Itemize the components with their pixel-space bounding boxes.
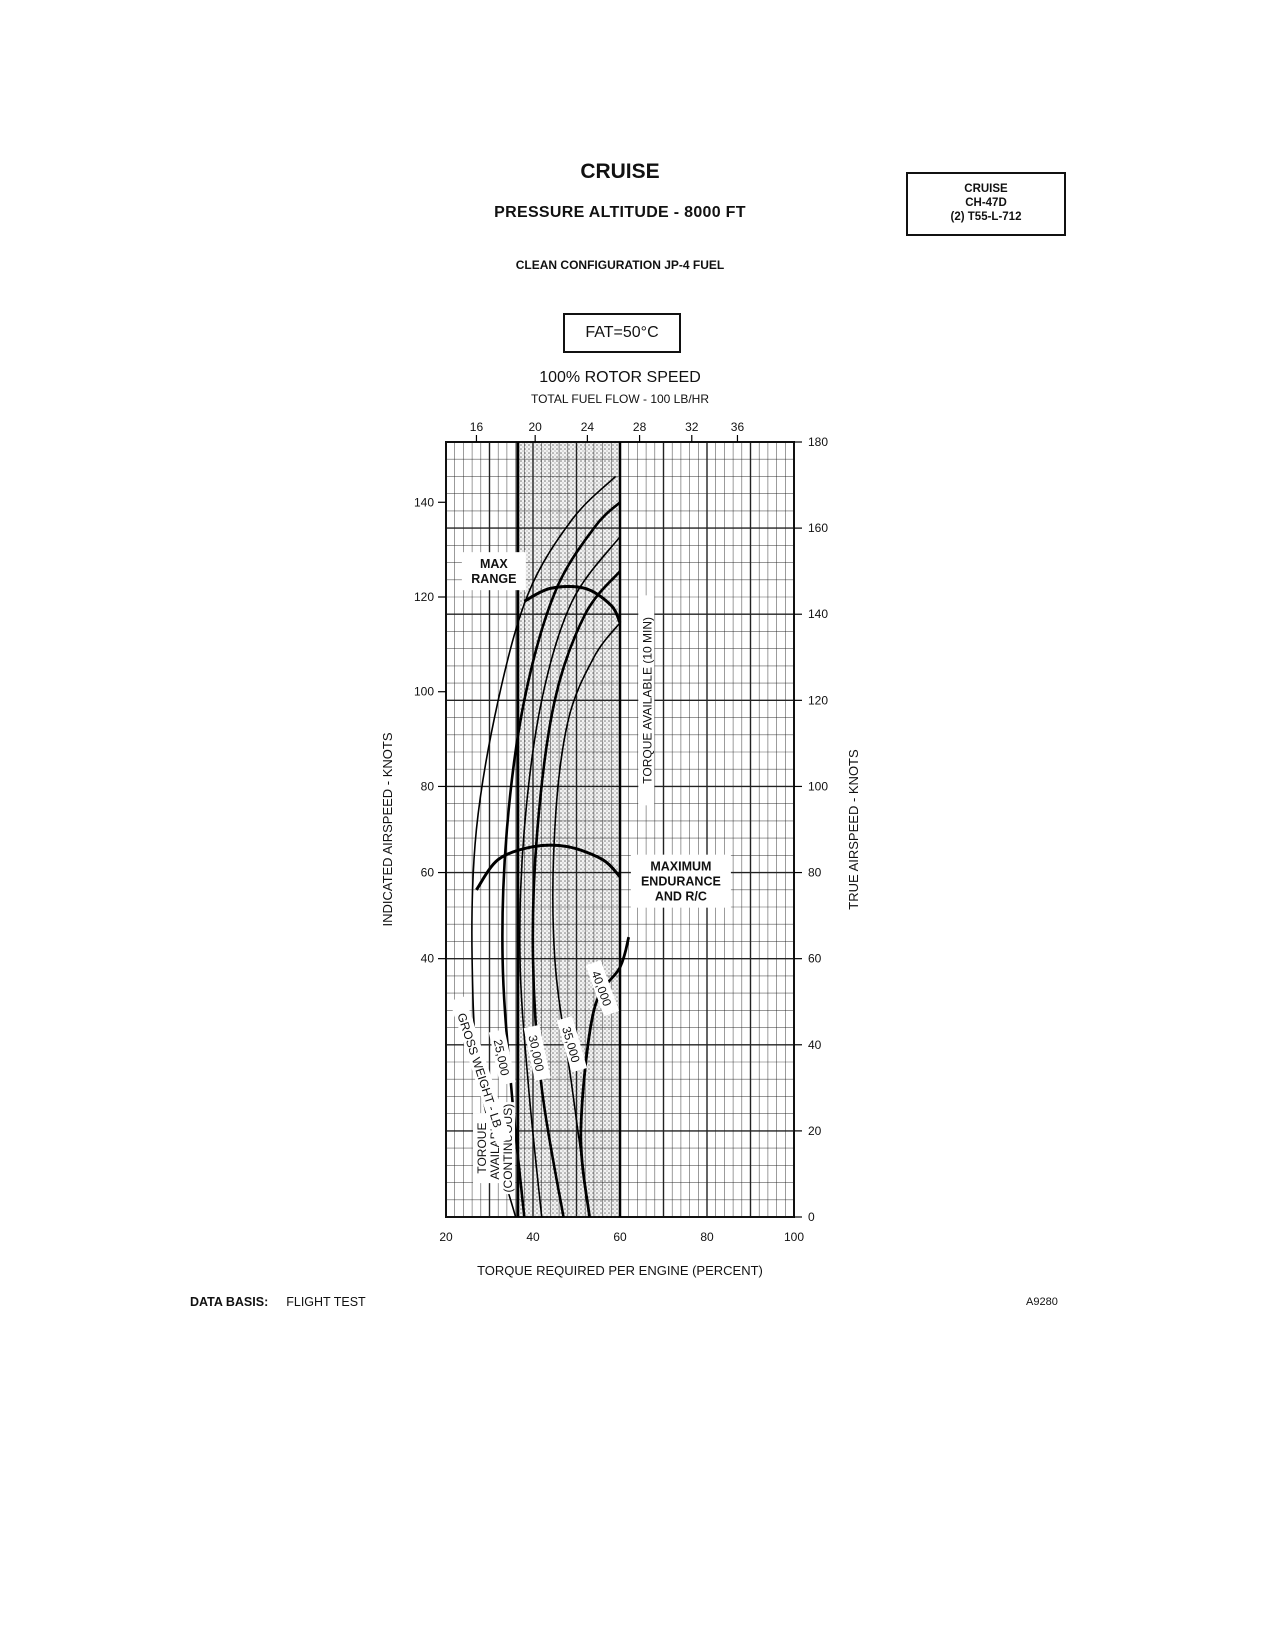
x-tick-label: 40 xyxy=(526,1230,540,1244)
ias-tick-label: 80 xyxy=(421,779,435,793)
id-box-line: CRUISE xyxy=(964,183,1008,195)
max-endurance-label: ENDURANCE xyxy=(641,875,721,889)
fuel-flow-tick-label: 32 xyxy=(685,420,699,434)
x-tick-label: 60 xyxy=(613,1230,627,1244)
y2-axis-label: TRUE AIRSPEED - KNOTS xyxy=(846,749,861,910)
torque-available-10min-label: TORQUE AVAILABLE (10 MIN) xyxy=(640,617,654,784)
id-box-line: (2) T55-L-712 xyxy=(950,211,1022,223)
figure-id: A9280 xyxy=(1026,1296,1058,1308)
y-axis-label: INDICATED AIRSPEED - KNOTS xyxy=(380,732,395,926)
gross-weight-curve xyxy=(518,536,621,1218)
torque-available-continuous-label-bg xyxy=(472,1113,489,1184)
tas-tick-label: 160 xyxy=(808,521,828,535)
tas-tick-label: 140 xyxy=(808,607,828,621)
data-basis: DATA BASIS: FLIGHT TEST xyxy=(190,1295,366,1309)
weight-label-25000: 25,000 xyxy=(491,1038,512,1077)
max-range-curve xyxy=(523,584,622,624)
tas-tick-label: 120 xyxy=(808,693,828,707)
max-endurance-curve xyxy=(475,843,622,891)
ias-tick-label: 60 xyxy=(421,866,435,880)
max-endurance-label: MAXIMUM xyxy=(650,860,711,874)
gross-weight-curve xyxy=(501,501,621,1218)
ias-tick-label: 40 xyxy=(421,952,435,966)
fuel-flow-tick-label: 16 xyxy=(470,420,484,434)
tas-tick-label: 40 xyxy=(808,1038,822,1052)
weight-label-35000-bg xyxy=(556,1016,588,1073)
gross-weight-label-bg xyxy=(449,996,512,1144)
tas-tick-label: 0 xyxy=(808,1210,815,1224)
chart-title: CRUISE xyxy=(580,160,660,183)
weight-label-30000-bg xyxy=(523,1024,551,1082)
chart-subtitle: PRESSURE ALTITUDE - 8000 FT xyxy=(494,204,746,221)
tas-tick-label: 60 xyxy=(808,952,822,966)
weight-label-40000-bg xyxy=(585,960,620,1017)
x-axis-label: TORQUE REQUIRED PER ENGINE (PERCENT) xyxy=(477,1263,763,1278)
tas-tick-label: 80 xyxy=(808,866,822,880)
fuel-flow-tick-label: 28 xyxy=(633,420,647,434)
id-box-line: CH-47D xyxy=(965,197,1007,209)
data-basis-label: DATA BASIS: xyxy=(190,1295,269,1309)
weight-label-25000-bg xyxy=(488,1029,516,1086)
data-basis-value: FLIGHT TEST xyxy=(286,1295,366,1309)
tas-tick-label: 180 xyxy=(808,435,828,449)
rotor-speed-label: 100% ROTOR SPEED xyxy=(539,369,701,386)
fuel-flow-axis-title: TOTAL FUEL FLOW - 100 LB/HR xyxy=(530,392,710,406)
configuration-note: CLEAN CONFIGURATION JP-4 FUEL xyxy=(515,258,725,272)
max-endurance-label-bg xyxy=(630,854,731,908)
x-tick-label: 100 xyxy=(784,1230,804,1244)
gross-weight-curve xyxy=(579,936,631,1218)
gross-weight-curve xyxy=(531,570,622,1218)
x-tick-label: 80 xyxy=(700,1230,714,1244)
ias-tick-label: 100 xyxy=(414,685,434,699)
max-range-label: MAX xyxy=(480,557,508,571)
torque-available-10min-label-bg xyxy=(638,595,655,806)
max-range-label-bg xyxy=(461,552,526,591)
gross-weight-curve xyxy=(552,622,621,1218)
max-endurance-label: AND R/C xyxy=(655,890,707,904)
tas-tick-label: 20 xyxy=(808,1124,822,1138)
fuel-flow-tick-label: 24 xyxy=(581,420,595,434)
tas-tick-label: 100 xyxy=(808,779,828,793)
x-tick-label: 20 xyxy=(439,1230,453,1244)
shaded-band xyxy=(517,442,620,1217)
fuel-flow-tick-label: 20 xyxy=(528,420,542,434)
torque-available-continuous-label: TORQUE xyxy=(475,1123,489,1174)
ias-tick-label: 120 xyxy=(414,590,434,604)
fat-box: FAT=50°C xyxy=(563,313,681,353)
fuel-flow-tick-label: 36 xyxy=(731,420,745,434)
max-range-label: RANGE xyxy=(471,572,516,586)
ias-tick-label: 140 xyxy=(414,495,434,509)
aircraft-id-box: CRUISE CH-47D (2) T55-L-712 xyxy=(906,172,1066,236)
